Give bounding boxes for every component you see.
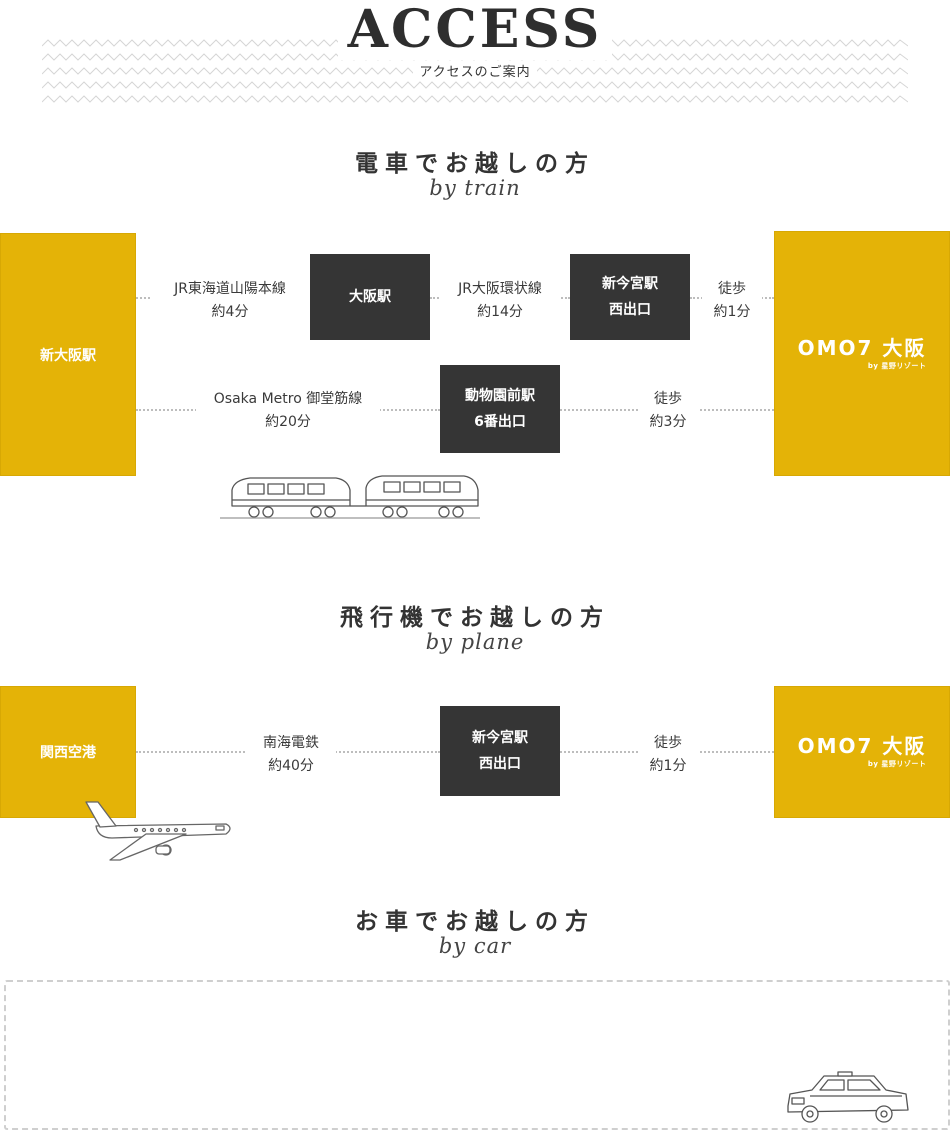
train-station-dobutsuen-line1: 動物園前駅 bbox=[465, 388, 535, 404]
train-route-3-time: 約1分 bbox=[713, 304, 751, 320]
train-illustration bbox=[220, 475, 480, 519]
train-station-dobutsuen: 動物園前駅 6番出口 bbox=[440, 365, 560, 453]
train-route-4: Osaka Metro 御堂筋線 約20分 bbox=[196, 388, 380, 434]
train-route-3: 徒歩 約1分 bbox=[702, 278, 762, 324]
plane-route-2-time: 約1分 bbox=[649, 758, 687, 774]
plane-station-line2: 西出口 bbox=[479, 756, 521, 772]
car-section-subtitle: by car bbox=[438, 934, 512, 958]
train-route-5: 徒歩 約3分 bbox=[638, 388, 698, 434]
car-illustration bbox=[787, 1071, 909, 1123]
train-route-3-line: 徒歩 bbox=[718, 281, 746, 297]
train-route-4-line: Osaka Metro 御堂筋線 bbox=[213, 391, 363, 407]
train-route-5-line: 徒歩 bbox=[654, 391, 682, 407]
omo7-logo-plane: OMO7 大阪 by 星野リゾート bbox=[798, 735, 927, 769]
omo7-logo-main: OMO7 大阪 bbox=[797, 335, 927, 360]
plane-origin-label: 関西空港 bbox=[40, 745, 96, 761]
omo7-logo-plane-main: OMO7 大阪 bbox=[797, 734, 927, 758]
omo7-logo-sub: by 星野リゾート bbox=[867, 361, 927, 370]
train-station-shinimamiya-line1: 新今宮駅 bbox=[602, 276, 658, 292]
train-station-dobutsuen-line2: 6番出口 bbox=[474, 414, 526, 430]
train-route-2-line: JR大阪環状線 bbox=[458, 281, 542, 297]
plane-illustration bbox=[85, 801, 231, 861]
train-destination-box: OMO7 大阪 by 星野リゾート bbox=[774, 231, 950, 476]
plane-section-title: 飛行機でお越しの方 bbox=[340, 605, 610, 631]
train-section-subtitle: by train bbox=[429, 176, 521, 200]
access-subtitle-text: アクセスのご案内 bbox=[413, 65, 537, 80]
plane-route-2-line: 徒歩 bbox=[654, 735, 682, 751]
train-route-1-line: JR東海道山陽本線 bbox=[174, 281, 286, 297]
access-title-text: ACCESS bbox=[337, 0, 613, 60]
plane-route-1-line: 南海電鉄 bbox=[263, 735, 319, 751]
train-station-osaka-label: 大阪駅 bbox=[349, 289, 391, 305]
plane-route-2: 徒歩 約1分 bbox=[638, 732, 698, 778]
omo7-logo: OMO7 大阪 by 星野リゾート bbox=[798, 337, 927, 371]
train-route-5-time: 約3分 bbox=[649, 414, 687, 430]
train-station-shinimamiya-line2: 西出口 bbox=[609, 302, 651, 318]
train-section-title: 電車でお越しの方 bbox=[355, 151, 595, 177]
omo7-logo-plane-sub: by 星野リゾート bbox=[867, 760, 927, 768]
plane-section-subtitle: by plane bbox=[425, 630, 525, 654]
plane-origin-box: 関西空港 bbox=[0, 686, 136, 818]
train-route-2: JR大阪環状線 約14分 bbox=[440, 278, 560, 324]
train-route-1-time: 約4分 bbox=[211, 304, 249, 320]
car-section-title: お車でお越しの方 bbox=[355, 909, 595, 935]
plane-route-1: 南海電鉄 約40分 bbox=[246, 732, 336, 778]
access-title: ACCESS bbox=[0, 0, 950, 60]
train-origin-box: 新大阪駅 bbox=[0, 233, 136, 476]
train-route-4-time: 約20分 bbox=[265, 414, 311, 430]
train-origin-label: 新大阪駅 bbox=[40, 347, 96, 364]
train-route-2-time: 約14分 bbox=[477, 304, 523, 320]
train-station-osaka: 大阪駅 bbox=[310, 254, 430, 340]
plane-route-1-time: 約40分 bbox=[268, 758, 314, 774]
plane-station-line1: 新今宮駅 bbox=[472, 730, 528, 746]
plane-station-shinimamiya: 新今宮駅 西出口 bbox=[440, 706, 560, 796]
train-route-1: JR東海道山陽本線 約4分 bbox=[150, 278, 310, 324]
train-station-shinimamiya: 新今宮駅 西出口 bbox=[570, 254, 690, 340]
plane-destination-box: OMO7 大阪 by 星野リゾート bbox=[774, 686, 950, 818]
access-subtitle: アクセスのご案内 bbox=[0, 61, 950, 80]
